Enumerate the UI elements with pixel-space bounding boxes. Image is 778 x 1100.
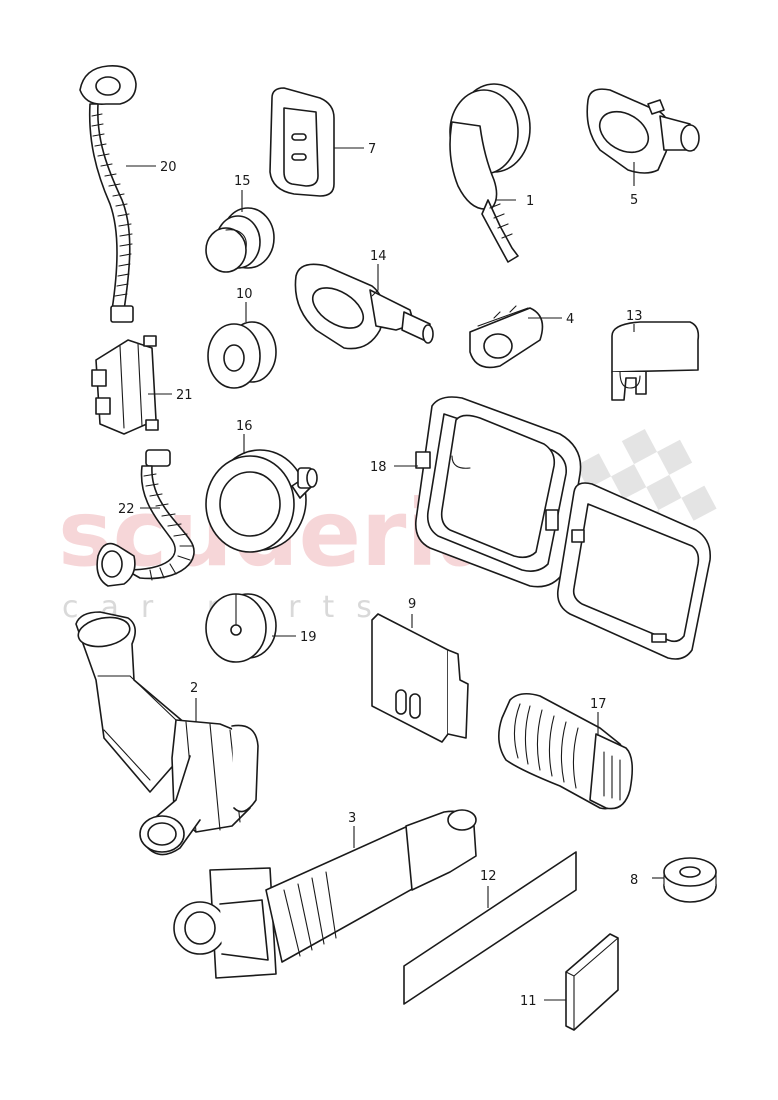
part-18-flap-housing [414, 396, 712, 660]
callout-1: 1 [526, 194, 534, 209]
part-9-plate [371, 613, 469, 743]
part-12-strip [403, 851, 577, 1005]
part-11-pad [565, 933, 619, 1031]
callout-7: 7 [368, 142, 376, 157]
callout-22: 22 [118, 502, 135, 517]
callout-17: 17 [590, 697, 607, 712]
part-17-bellows [498, 692, 634, 810]
callout-2: 2 [190, 681, 198, 696]
part-4-clip [469, 305, 544, 369]
part-5-grommet [586, 88, 700, 174]
callout-labels: 1 2 3 4 5 7 8 9 10 11 12 13 14 15 16 17 … [118, 142, 643, 1009]
callout-16: 16 [236, 419, 253, 434]
callout-19: 19 [300, 630, 317, 645]
part-3-long-duct [173, 809, 477, 979]
part-15-plug [205, 207, 275, 273]
part-13-edge-protector [611, 321, 700, 401]
callout-4: 4 [566, 312, 574, 327]
callout-10: 10 [236, 287, 253, 302]
part-21-connector [91, 335, 159, 435]
part-1-grommet [449, 83, 531, 263]
callout-11: 11 [520, 994, 537, 1009]
callout-12: 12 [480, 869, 497, 884]
callout-18: 18 [370, 460, 387, 475]
callout-14: 14 [370, 249, 387, 264]
callout-21: 21 [176, 388, 193, 403]
part-8-ring [663, 857, 717, 903]
part-10-ring [207, 321, 277, 389]
part-14-grommet [294, 263, 434, 350]
callout-3: 3 [348, 811, 356, 826]
callout-13: 13 [626, 309, 643, 324]
part-7-grommet [269, 87, 335, 197]
part-19-grommet [205, 593, 277, 663]
callout-5: 5 [630, 193, 638, 208]
part-22-hose [96, 449, 195, 587]
callout-8: 8 [630, 873, 638, 888]
part-2-air-duct [75, 611, 259, 856]
callout-leaders [126, 147, 664, 1001]
callout-9: 9 [408, 597, 416, 612]
callout-20: 20 [160, 160, 177, 175]
part-20-corrugated-hose [79, 65, 137, 323]
part-16-grommet [205, 449, 318, 553]
callout-15: 15 [234, 174, 251, 189]
